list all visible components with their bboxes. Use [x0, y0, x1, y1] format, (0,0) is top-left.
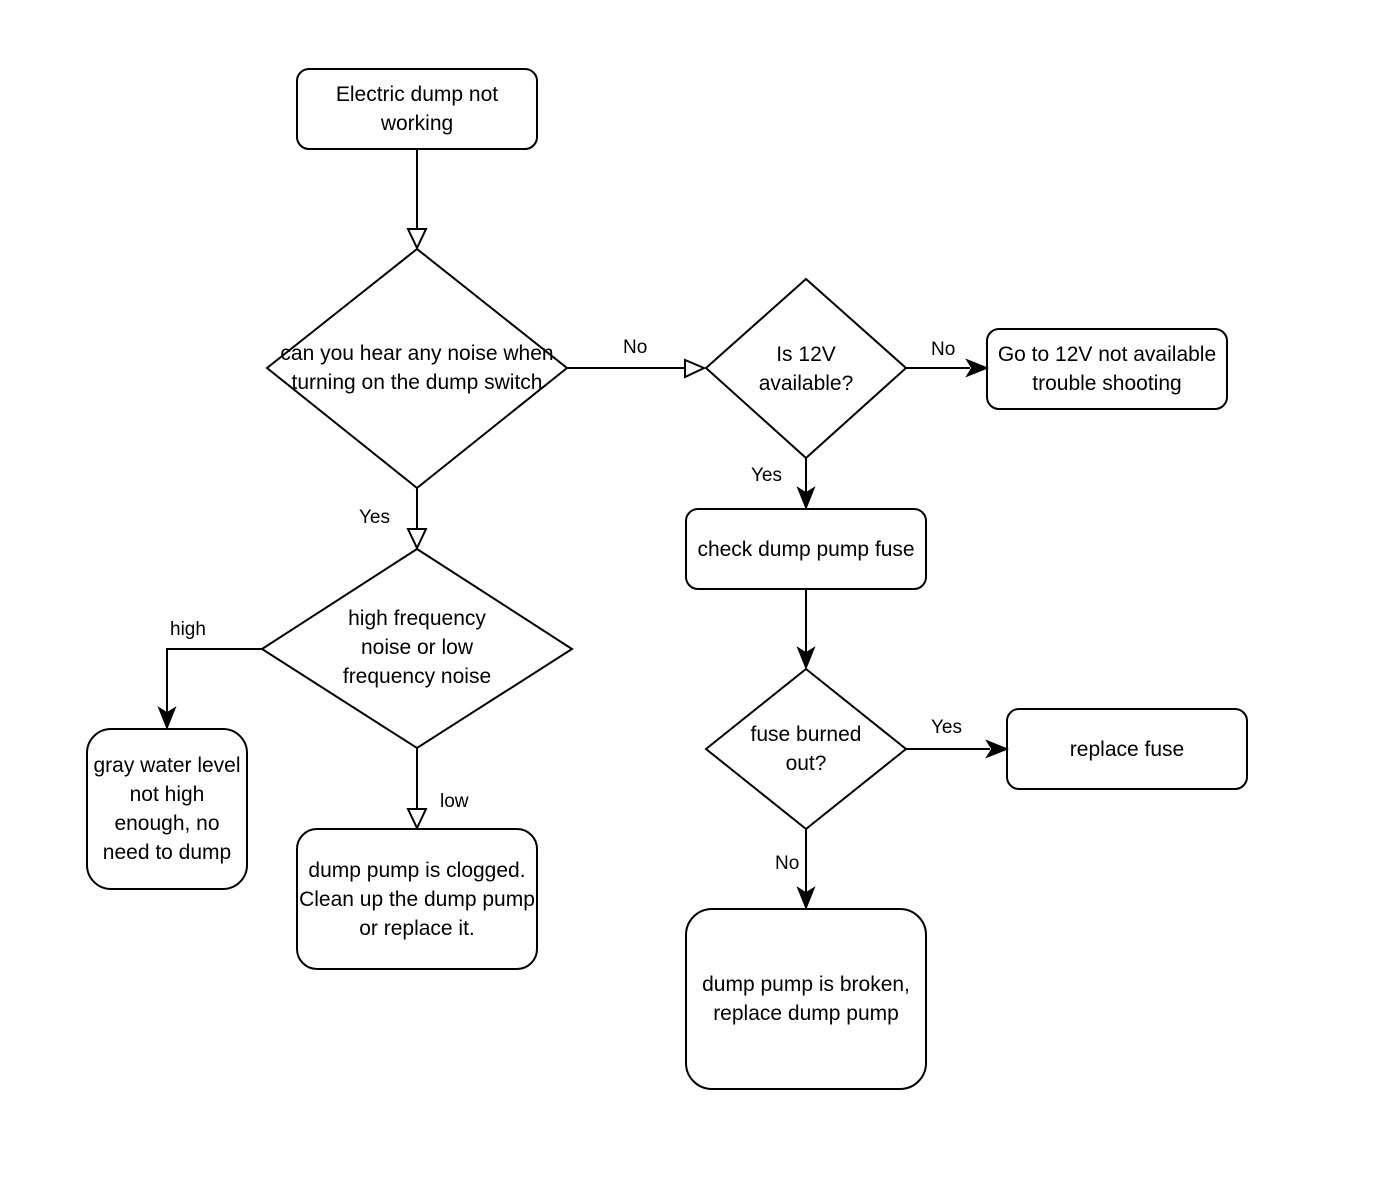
noise-question-label: can you hear any noise when turning on t…	[280, 342, 554, 394]
gray-water-label: gray water level not high enough, no nee…	[93, 754, 241, 864]
12v-question-label: Is 12V available?	[758, 343, 854, 395]
arrowhead-filled-down	[157, 706, 177, 731]
goto-12v-box	[986, 328, 1228, 410]
arrowhead-hollow-down	[406, 228, 428, 251]
arrowhead-hollow-down	[406, 808, 428, 831]
edge-label-12v-yes: Yes	[751, 465, 782, 486]
arrowhead-filled-down	[796, 486, 816, 511]
frequency-question-label: high frequency noise or low frequency no…	[342, 606, 492, 688]
edge-freq-high	[166, 648, 262, 712]
clogged-label: dump pump is clogged. Clean up the dump …	[299, 858, 535, 940]
arrowhead-hollow-down	[406, 528, 428, 551]
edge-label-fuse-no: No	[775, 853, 800, 874]
edge-label-noise-yes: Yes	[359, 507, 390, 528]
edge-label-freq-high: high	[170, 619, 206, 640]
edge-label-12v-no: No	[931, 339, 956, 360]
arrowhead-filled-right	[985, 739, 1010, 759]
start-label: Electric dump not working	[335, 83, 499, 135]
arrowhead-filled-right	[965, 358, 990, 378]
replace-fuse-label: replace fuse	[1069, 737, 1185, 761]
arrowhead-hollow-right	[684, 358, 707, 379]
arrowhead-filled-down	[796, 646, 816, 671]
edge-label-freq-low: low	[440, 791, 469, 812]
arrowhead-filled-down	[796, 886, 816, 911]
edge-label-fuse-yes: Yes	[931, 717, 962, 738]
goto-12v-label: Go to 12V not available trouble shooting	[997, 343, 1217, 395]
fuse-question-label: fuse burned out?	[750, 723, 862, 775]
check-fuse-label: check dump pump fuse	[697, 537, 915, 561]
broken-label: dump pump is broken, replace dump pump	[702, 973, 910, 1025]
edge-label-noise-no: No	[623, 337, 648, 358]
